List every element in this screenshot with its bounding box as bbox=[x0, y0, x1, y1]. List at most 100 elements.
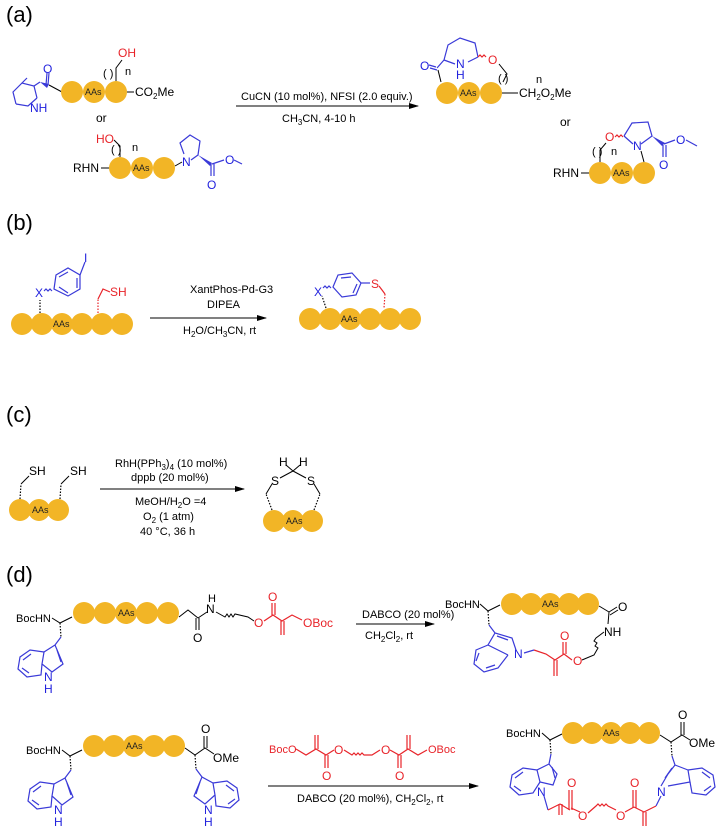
amide-h: H bbox=[208, 593, 216, 605]
panel-b: (b) AAs X I SH XantPhos-Pd-G3 DIPEA H2O/… bbox=[6, 210, 421, 339]
amino-acid-bead bbox=[319, 308, 341, 330]
amide-o: O bbox=[193, 631, 202, 645]
ester-o-1: O bbox=[578, 809, 587, 823]
bochn-label: BocHN bbox=[506, 728, 541, 740]
panel-d: (d) BocHN AAs O N H O O OBoc bbox=[6, 562, 716, 829]
carbonyl-o: O bbox=[201, 722, 210, 736]
carbonyl-o-2: O bbox=[630, 776, 639, 790]
aas-label: AAs bbox=[603, 728, 620, 738]
aas-label: AAs bbox=[341, 314, 358, 324]
carbonyl-o: O bbox=[207, 178, 216, 192]
x-label: X bbox=[314, 285, 322, 299]
amino-acid-bead bbox=[539, 593, 561, 615]
panel-c: (c) AAs SH SH RhH(PPh3)4 (10 mol%) dppb … bbox=[6, 402, 323, 538]
amino-acid-bead bbox=[109, 157, 131, 179]
aas-label: AAs bbox=[32, 505, 49, 515]
aas-label: AAs bbox=[133, 163, 150, 173]
amino-acid-bead bbox=[143, 735, 165, 757]
amino-acid-bead bbox=[94, 602, 116, 624]
ester-o: O bbox=[225, 153, 234, 167]
wavy-bond bbox=[43, 288, 53, 292]
sulfur-2: S bbox=[307, 474, 315, 488]
amino-acid-bead bbox=[28, 499, 50, 521]
indole-h: H bbox=[44, 682, 53, 696]
indole-n-2: N bbox=[204, 803, 213, 817]
aas-label: AAs bbox=[286, 516, 303, 526]
sh-label-2: SH bbox=[70, 464, 87, 478]
amino-acid-bead bbox=[638, 722, 660, 744]
conditions-c-line4: O2 (1 atm) bbox=[143, 511, 194, 525]
ester-o-2: O bbox=[381, 743, 390, 757]
indole-n-1: N bbox=[54, 803, 63, 817]
amino-acid-bead bbox=[436, 82, 458, 104]
amino-acid-bead bbox=[73, 602, 95, 624]
indole-pyrrole bbox=[487, 624, 517, 656]
amino-acid-bead bbox=[157, 602, 179, 624]
amino-acid-bead bbox=[51, 313, 73, 335]
amino-acid-bead bbox=[103, 735, 125, 757]
amino-acid-bead bbox=[581, 722, 603, 744]
conditions-c-line2: dppb (20 mol%) bbox=[131, 472, 209, 484]
ring-o: O bbox=[605, 130, 614, 144]
indole-left bbox=[51, 769, 74, 806]
indole-h-1: H bbox=[54, 815, 63, 829]
amino-acid-bead bbox=[31, 313, 53, 335]
indole-n: N bbox=[514, 647, 523, 661]
amino-acid-bead bbox=[47, 499, 69, 521]
x-label: X bbox=[35, 286, 43, 300]
panel-a-starting-material-2: RHN AAs ( ) n HO N O O bbox=[73, 132, 243, 192]
carbonyl-o-1: O bbox=[567, 776, 576, 790]
panel-c-starting-material: AAs SH SH bbox=[9, 464, 87, 521]
n-label: N bbox=[182, 155, 191, 169]
aas-label: AAs bbox=[542, 599, 559, 609]
or-text: or bbox=[96, 111, 107, 125]
repeat-n: n bbox=[125, 66, 131, 78]
amino-acid-bead bbox=[9, 499, 31, 521]
indole-benzene bbox=[17, 649, 45, 678]
indole-benzene bbox=[473, 644, 509, 673]
amino-acid-bead bbox=[520, 593, 542, 615]
pyrrolidine-ring bbox=[443, 37, 479, 61]
panel-c-product: AAs S S H H bbox=[263, 455, 323, 532]
amide-n: N bbox=[206, 602, 215, 616]
carbonyl-o: O bbox=[659, 158, 668, 172]
amino-acid-bead bbox=[301, 510, 323, 532]
carbonyl-o: O bbox=[43, 62, 52, 76]
nh-label: NH bbox=[30, 101, 47, 115]
ester-o-1: O bbox=[334, 743, 343, 757]
oh-label: OH bbox=[118, 46, 136, 60]
amino-acid-bead bbox=[379, 308, 401, 330]
ho-label: HO bbox=[96, 132, 114, 146]
hydrogen-2: H bbox=[299, 455, 308, 469]
amino-acid-bead bbox=[589, 162, 611, 184]
indole-right bbox=[193, 768, 216, 805]
amino-acid-bead bbox=[105, 81, 127, 103]
conditions-c-line1: RhH(PPh3)4 (10 mol%) bbox=[115, 458, 227, 472]
amino-acid-bead bbox=[123, 735, 145, 757]
indole-h-2: H bbox=[204, 815, 213, 829]
amino-acid-bead bbox=[282, 510, 304, 532]
amino-acid-bead bbox=[480, 82, 502, 104]
side-chain-label: CH2O2Me bbox=[519, 86, 572, 102]
panel-a: (a) O NH AAs ( ) n OH CO2Me or RHN bbox=[6, 2, 698, 192]
wavy-bond bbox=[614, 134, 624, 138]
panel-d-r2-starting-material: BocHN AAs O OMe N H N H bbox=[26, 722, 240, 829]
indole-n-1: N bbox=[537, 785, 546, 799]
amino-acid-bead bbox=[11, 313, 33, 335]
aas-label: AAs bbox=[53, 319, 70, 329]
indole-right bbox=[660, 755, 691, 787]
amino-acid-bead bbox=[633, 162, 655, 184]
ester-label: CO2Me bbox=[135, 85, 174, 101]
indole-pyrrole bbox=[41, 644, 64, 673]
thioether-s: S bbox=[371, 277, 379, 291]
carbonyl-o: O bbox=[268, 590, 277, 604]
sulfur-1: S bbox=[271, 474, 279, 488]
amino-acid-bead bbox=[359, 308, 381, 330]
conditions-a-top: CuCN (10 mol%), NFSI (2.0 equiv.) bbox=[241, 91, 413, 103]
ester-o-2: O bbox=[616, 809, 625, 823]
conditions-b-line3: H2O/CH3CN, rt bbox=[183, 325, 256, 339]
paren-n: ( ) bbox=[498, 73, 508, 85]
ring-o: O bbox=[488, 53, 497, 67]
amino-acid-bead bbox=[562, 722, 584, 744]
amino-acid-bead bbox=[619, 722, 641, 744]
